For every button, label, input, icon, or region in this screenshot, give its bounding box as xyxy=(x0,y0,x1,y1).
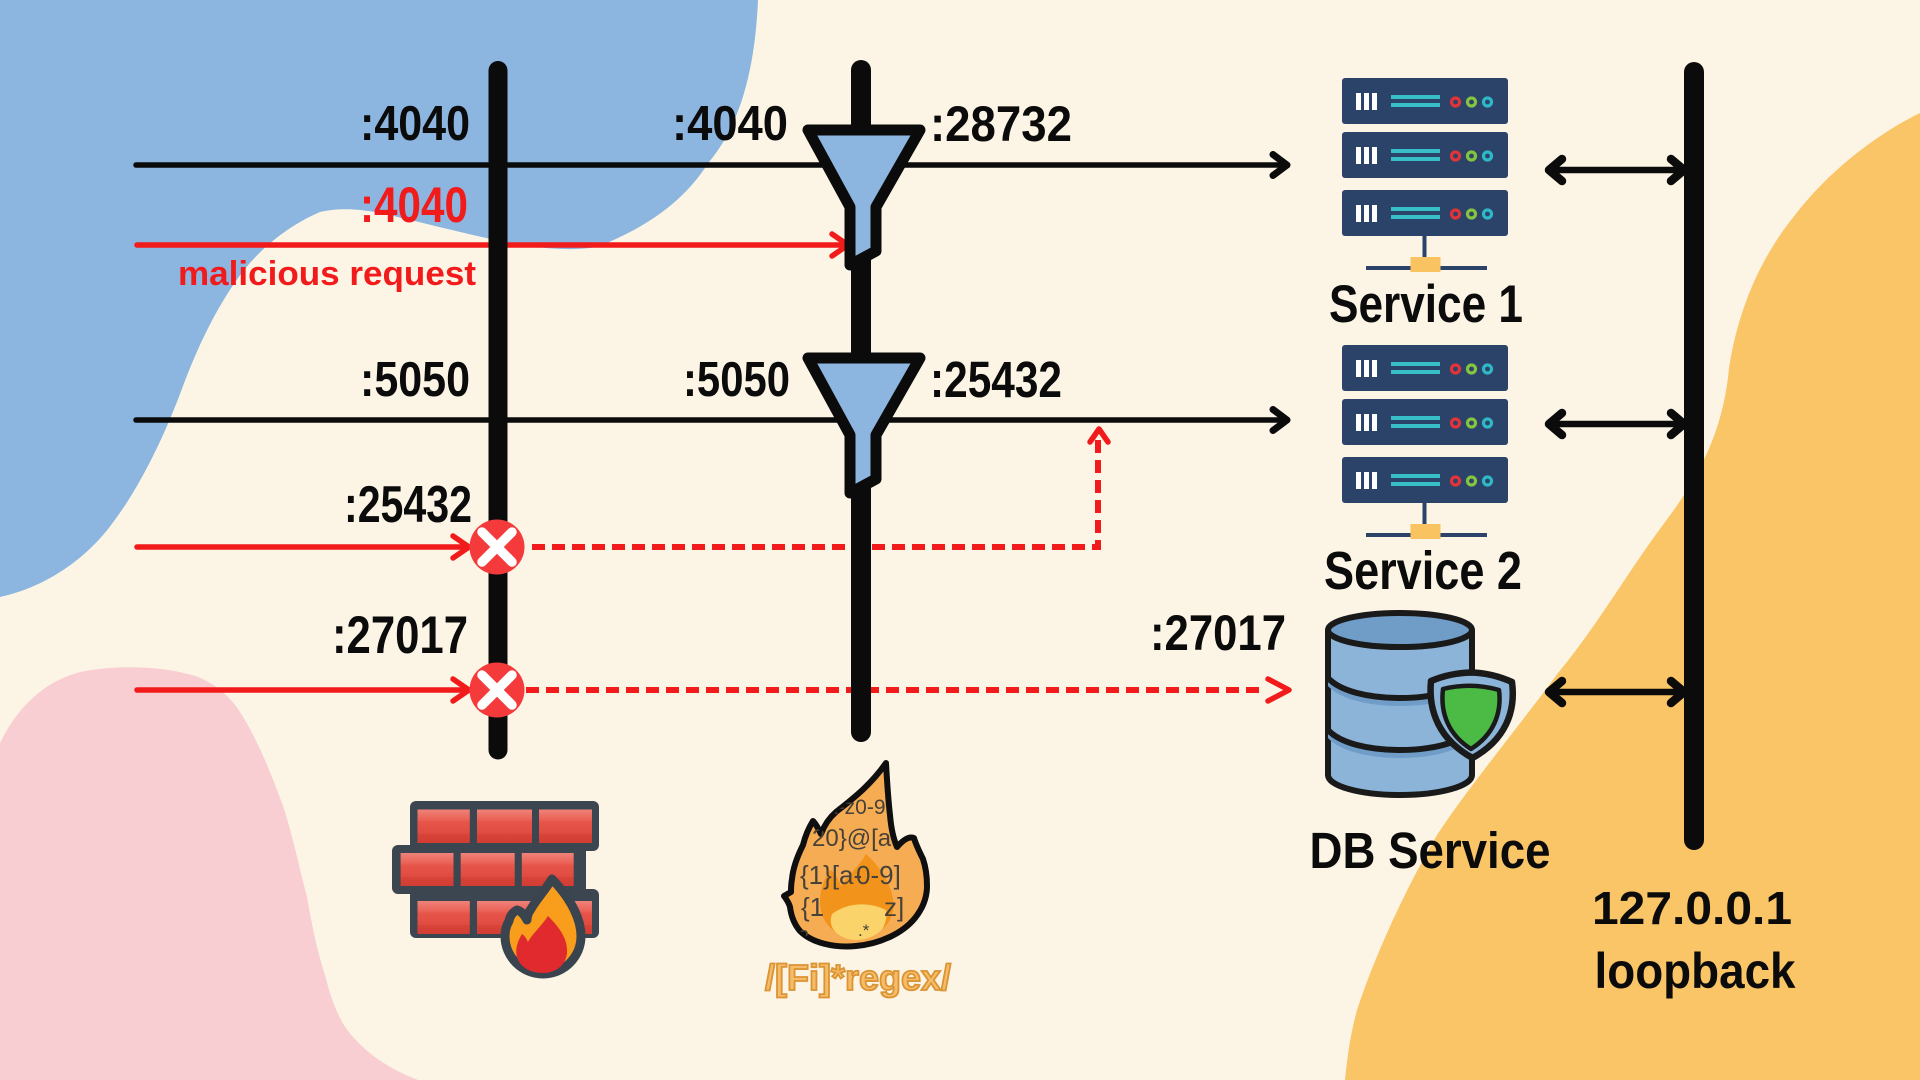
svg-text::5050: :5050 xyxy=(683,353,790,407)
svg-text::4040: :4040 xyxy=(672,97,788,151)
svg-text:loopback: loopback xyxy=(1595,943,1796,999)
svg-text:Service 1: Service 1 xyxy=(1329,275,1523,334)
svg-text:20}@[a: 20}@[a xyxy=(812,825,892,852)
svg-text:/[Fi]*regex/: /[Fi]*regex/ xyxy=(765,957,951,998)
svg-text:{1}[a-: {1}[a- xyxy=(800,860,862,890)
svg-text:Service 2: Service 2 xyxy=(1324,541,1522,601)
svg-text:malicious request: malicious request xyxy=(178,255,476,293)
svg-text::4040: :4040 xyxy=(360,97,470,151)
svg-text::5050: :5050 xyxy=(360,353,470,407)
svg-text:127.0.0.1: 127.0.0.1 xyxy=(1592,882,1792,934)
svg-text:z]: z] xyxy=(884,892,904,922)
svg-text:0-9]: 0-9] xyxy=(856,860,901,890)
svg-text::27017: :27017 xyxy=(332,606,468,665)
svg-text::25432: :25432 xyxy=(344,476,472,534)
svg-text::27017: :27017 xyxy=(1150,605,1286,661)
svg-text::4040: :4040 xyxy=(360,177,468,233)
svg-text:DB Service: DB Service xyxy=(1310,822,1551,879)
svg-text::28732: :28732 xyxy=(930,96,1072,152)
svg-text:{1: {1 xyxy=(801,892,824,922)
svg-text:.*: .* xyxy=(858,921,870,940)
svg-text::25432: :25432 xyxy=(930,351,1062,408)
